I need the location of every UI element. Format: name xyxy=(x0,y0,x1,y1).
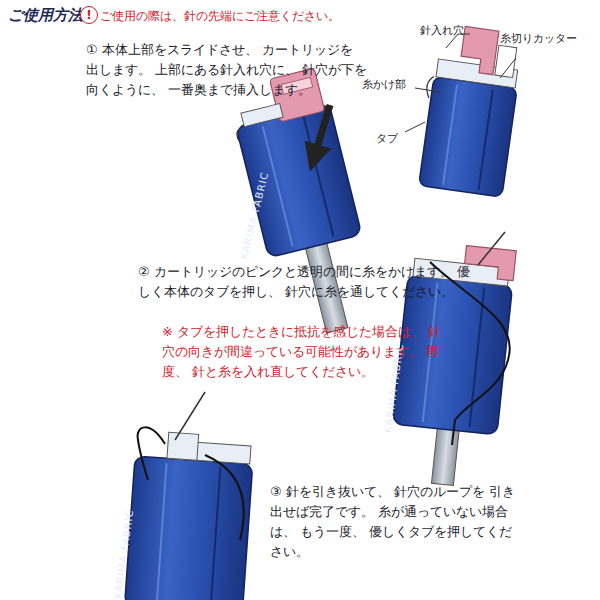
brand-print: KARIMA FABRIC xyxy=(238,170,271,260)
detail-device xyxy=(413,22,525,197)
needle xyxy=(478,232,505,265)
warning-text: ご使用の際は、針の先端にご注意ください。 xyxy=(100,7,340,26)
page-title: ご使用方法 xyxy=(8,4,83,27)
brand-print: KARIMA FABRIC xyxy=(112,509,136,600)
part-name: 糸かけ部 xyxy=(362,76,406,93)
part-name: タブ xyxy=(376,130,398,147)
insert-arrow xyxy=(314,105,330,158)
leader-lines xyxy=(405,34,516,132)
note-text: ※ タブを押したときに抵抗を感じた場合は、 針穴の向きが間違っている可能性があり… xyxy=(162,322,452,382)
threader-device xyxy=(122,430,254,600)
thread-loop xyxy=(138,427,165,480)
part-name: 糸切りカッター xyxy=(500,30,577,47)
thread xyxy=(205,455,244,540)
threader-device xyxy=(226,67,383,343)
needle xyxy=(175,392,205,440)
step-text: ② カートリッジのピンクと透明の間に糸をかけます。 優しく本体のタブを押し、 針… xyxy=(138,262,474,302)
step-text: ① 本体上部をスライドさせ、 カートリッジを 出します。 上部にある針入れ穴に、… xyxy=(86,40,368,100)
warning-mark: ! xyxy=(86,9,91,21)
step-text: ③ 針を引き抜いて、 針穴のループを 引き出せば完了です。 糸が通っていない場合… xyxy=(270,482,522,563)
warning-icon: ! xyxy=(80,6,98,24)
part-name: 針入れ穴 xyxy=(420,22,464,39)
